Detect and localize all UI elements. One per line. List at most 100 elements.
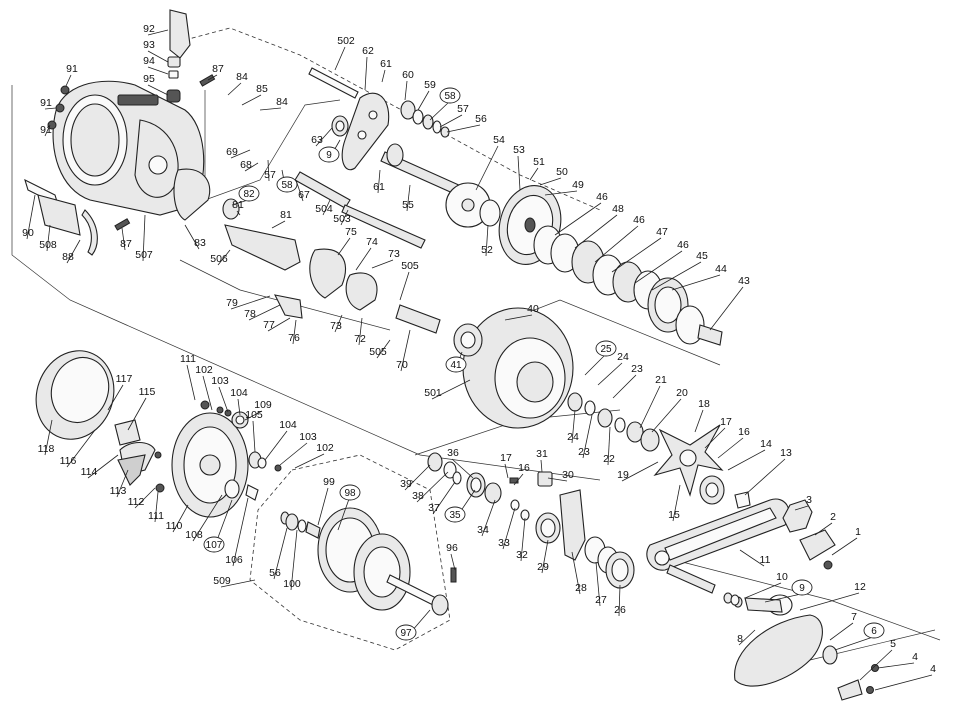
- spool-cup-501: [453, 307, 574, 429]
- part-label: 78: [244, 308, 256, 320]
- leader-line: [513, 473, 524, 486]
- part-label: 69: [226, 146, 238, 158]
- handle-small: [730, 594, 740, 606]
- part-label: 16: [738, 426, 750, 438]
- leader-line: [634, 250, 683, 284]
- part-label: 85: [256, 83, 268, 95]
- part-label: 94: [143, 55, 155, 67]
- part-label: 505: [369, 346, 387, 358]
- leader-line: [44, 124, 51, 137]
- leader-line: [358, 317, 363, 346]
- leader-line: [202, 375, 213, 411]
- gear-54: [445, 182, 491, 228]
- leader-line: [544, 190, 578, 196]
- part-label: 35: [449, 510, 461, 521]
- part-label: 116: [60, 455, 77, 467]
- part-label: 108: [185, 529, 203, 541]
- part-label: 84: [276, 96, 288, 108]
- part-label: 113: [110, 485, 127, 497]
- part-label: 99: [323, 476, 335, 488]
- part-label: 102: [195, 364, 213, 376]
- part-label: 4: [930, 663, 936, 675]
- part-label: 23: [578, 446, 590, 458]
- part-label: 114: [81, 466, 98, 478]
- leader-line: [244, 162, 259, 172]
- part-label: 43: [738, 275, 750, 287]
- part-label: 9: [326, 150, 332, 161]
- part-label: 29: [537, 561, 549, 573]
- leader-line: [739, 549, 765, 567]
- part-label: 41: [450, 360, 462, 371]
- part-label: 96: [446, 542, 458, 554]
- part-label: 18: [698, 398, 710, 410]
- leader-line: [267, 159, 270, 182]
- leader-line: [595, 561, 601, 607]
- leader-line: [376, 339, 391, 359]
- part-label: 82: [243, 189, 255, 200]
- leader-line: [611, 237, 662, 273]
- leader-line: [834, 636, 874, 651]
- leader-line: [618, 584, 621, 617]
- leader-line: [220, 579, 256, 588]
- part-label: 502: [337, 35, 355, 47]
- handle-cap: [799, 529, 836, 570]
- leader-line: [571, 551, 581, 595]
- part-label: 31: [536, 448, 548, 460]
- leader-line: [727, 449, 766, 471]
- part-label: 73: [388, 248, 400, 260]
- leader-line: [259, 107, 282, 111]
- leader-line: [704, 427, 726, 449]
- part-label: 503: [333, 213, 351, 225]
- part-label: 30: [562, 469, 574, 481]
- leader-line: [355, 247, 372, 271]
- part-label: 36: [447, 447, 459, 459]
- part-label: 5: [890, 638, 896, 650]
- part-label: 45: [696, 250, 708, 262]
- leader-line: [371, 259, 394, 269]
- part-label: 107: [206, 540, 223, 551]
- part-label: 20: [676, 387, 688, 399]
- part-label: 83: [194, 237, 206, 249]
- parts-14-15: [699, 475, 751, 509]
- leader-line: [738, 629, 756, 646]
- leader-line: [294, 453, 325, 469]
- leader-line: [340, 209, 349, 226]
- part-label: 49: [572, 179, 584, 191]
- leader-line: [186, 364, 196, 401]
- part-label: 51: [533, 156, 545, 168]
- leader-line: [574, 214, 618, 249]
- leader-line: [594, 225, 639, 263]
- label-circle: [203, 536, 225, 553]
- part-label: 2: [830, 511, 836, 523]
- part-label: 508: [39, 239, 57, 251]
- part-label: 28: [575, 582, 587, 594]
- part-label: 58: [444, 91, 456, 102]
- part-label: 88: [62, 251, 74, 263]
- part-label: 21: [655, 374, 667, 386]
- part-label: 23: [631, 363, 643, 375]
- part-label: 84: [236, 71, 248, 83]
- leader-line: [121, 227, 126, 251]
- leader-line: [218, 386, 229, 413]
- leader-line: [267, 317, 291, 332]
- part-label: 109: [254, 399, 272, 411]
- label-circle: [238, 185, 260, 202]
- leader-line: [127, 397, 147, 431]
- part-label: 76: [288, 332, 300, 344]
- leader-line: [192, 494, 223, 542]
- part-label: 34: [477, 524, 489, 536]
- leader-line: [248, 304, 281, 321]
- leader-line: [672, 484, 681, 522]
- leader-line: [485, 224, 489, 257]
- part-label: 87: [120, 238, 132, 250]
- leader-line: [799, 592, 860, 611]
- part-label: 104: [230, 387, 248, 399]
- part-label: 24: [567, 431, 579, 443]
- part-label: 106: [225, 554, 243, 566]
- label-circle: [863, 622, 885, 639]
- leader-line: [315, 127, 333, 147]
- leader-line: [334, 314, 343, 333]
- lower-mid-parts: [427, 452, 635, 589]
- leader-line: [147, 84, 169, 96]
- part-label: 103: [299, 431, 317, 443]
